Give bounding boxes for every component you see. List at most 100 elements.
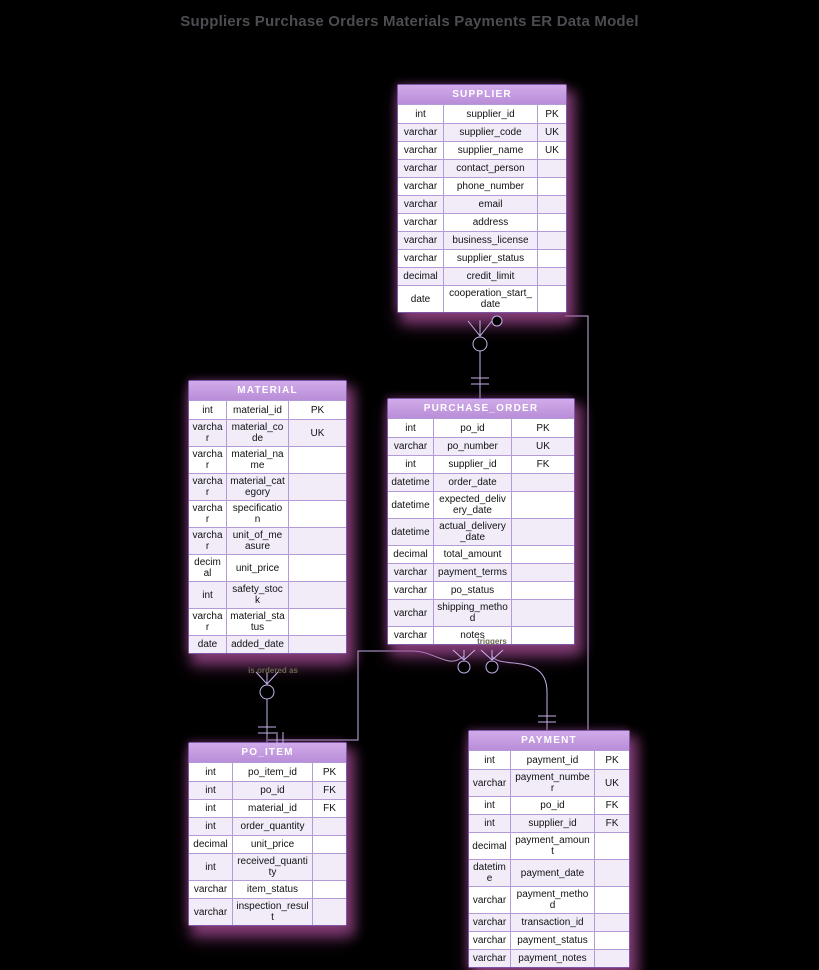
field-name: received_quantity [233,853,313,880]
field-key [595,949,629,967]
field-key [512,473,574,491]
field-type: varchar [388,626,434,644]
field-type: int [388,419,434,437]
field-type: int [189,853,233,880]
field-type: date [189,635,227,653]
diagram-title: Suppliers Purchase Orders Materials Paym… [180,13,639,30]
field-key [313,835,346,853]
field-key [313,853,346,880]
field-name: transaction_id [511,913,595,931]
field-type: int [469,751,511,769]
entity-title: SUPPLIER [398,85,566,105]
field-name: total_amount [434,545,512,563]
field-key: UK [289,419,346,446]
field-name: unit_of_measure [227,527,289,554]
field-key [595,886,629,913]
entity-title: PURCHASE_ORDER [388,399,574,419]
field-key: PK [595,751,629,769]
field-key: FK [595,796,629,814]
field-name: material_id [233,799,313,817]
field-name: credit_limit [444,267,538,285]
field-type: varchar [388,437,434,455]
field-key [538,231,566,249]
field-key: FK [313,799,346,817]
field-name: business_license [444,231,538,249]
field-name: material_id [227,401,289,419]
field-key [289,608,346,635]
field-name: email [444,195,538,213]
field-key [512,518,574,545]
field-type: datetime [469,859,511,886]
field-key [512,491,574,518]
field-key: PK [512,419,574,437]
field-name: po_status [434,581,512,599]
field-name: order_date [434,473,512,491]
field-type: varchar [398,213,444,231]
field-name: contact_person [444,159,538,177]
relationship-line-purchase-order-po-item [268,650,465,741]
field-type: varchar [469,769,511,796]
field-type: varchar [189,527,227,554]
field-key [538,249,566,267]
field-key: UK [538,123,566,141]
field-type: varchar [189,608,227,635]
field-type: varchar [189,500,227,527]
field-name: supplier_name [444,141,538,159]
field-type: varchar [398,123,444,141]
field-name: supplier_code [444,123,538,141]
field-key: FK [512,455,574,473]
field-key: PK [313,763,346,781]
field-type: varchar [469,886,511,913]
field-type: varchar [189,446,227,473]
field-name: material_name [227,446,289,473]
entity-title: PAYMENT [469,731,629,751]
field-type: datetime [388,518,434,545]
field-type: int [189,817,233,835]
field-type: varchar [189,473,227,500]
field-name: item_status [233,880,313,898]
field-name: payment_amount [511,832,595,859]
field-type: varchar [388,599,434,626]
field-type: int [189,799,233,817]
field-key [595,832,629,859]
field-name: address [444,213,538,231]
zero-or-many-marker [467,320,493,352]
field-type: decimal [189,835,233,853]
field-type: int [189,763,233,781]
zero-marker [491,315,503,327]
field-key [538,267,566,285]
field-key: UK [538,141,566,159]
field-key: FK [595,814,629,832]
field-key [313,898,346,925]
field-key [289,581,346,608]
field-name: po_id [434,419,512,437]
field-key [538,177,566,195]
field-type: decimal [189,554,227,581]
field-name: expected_delivery_date [434,491,512,518]
